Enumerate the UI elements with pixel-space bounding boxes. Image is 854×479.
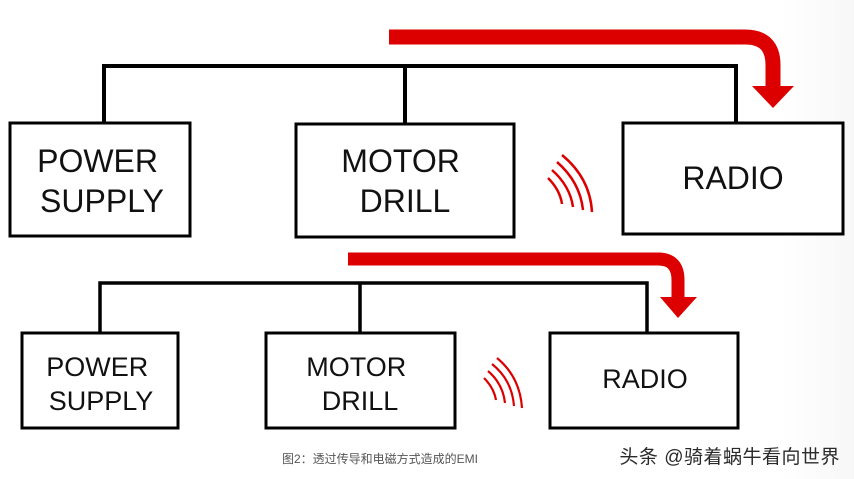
power-supply-box [20,331,180,430]
power-supply-box [8,121,192,238]
power-line [102,64,738,123]
power-line [98,281,649,333]
motor-drill-box [264,331,457,430]
radio-box [621,121,845,236]
svg-text:MOTOR DRILL: MOTOR DRILL [341,143,468,219]
conducted-emi-arrow [389,29,794,108]
diagram-bottom: POWER SUPPLY MOTOR DRILL RADIO [20,252,740,430]
conducted-emi-arrow [348,252,697,318]
box-label: SUPPLY [49,386,154,416]
box-label: POWER [46,352,148,382]
diagram-top: POWER SUPPLY MOTOR DRILL RADIO [8,29,845,239]
box-label: MOTOR [341,143,460,179]
motor-drill-box [294,122,516,239]
background-strip [782,0,854,479]
watermark: 头条 @骑着蜗牛看向世界 [619,447,840,468]
svg-text:RADIO: RADIO [602,364,688,394]
radiated-emi-waves-icon [547,154,594,213]
svg-text:MOTOR DRILL: MOTOR DRILL [306,352,414,416]
box-label: POWER [37,143,158,179]
radio-box [548,331,740,430]
box-label: MOTOR [306,352,406,382]
box-label: RADIO [602,364,688,394]
radiated-emi-waves-icon [483,357,524,409]
svg-text:POWER SUPPLY: POWER SUPPLY [46,352,156,416]
box-label: SUPPLY [40,183,164,219]
box-label: DRILL [360,183,451,219]
emi-diagrams: POWER SUPPLY MOTOR DRILL RADIO PO [8,29,845,430]
box-label: DRILL [322,386,399,416]
svg-text:RADIO: RADIO [682,160,783,196]
figure-caption: 图2：透过传导和电磁方式造成的EMI [281,452,478,466]
box-label: RADIO [682,160,783,196]
svg-text:POWER SUPPLY: POWER SUPPLY [37,143,167,219]
